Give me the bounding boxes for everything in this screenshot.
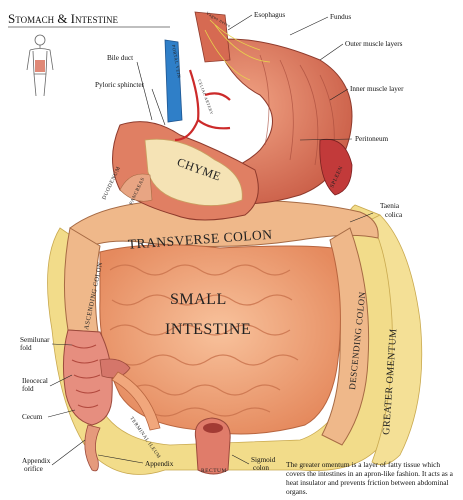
sigmoid-label-1: Sigmoid	[251, 456, 276, 464]
appendix-orifice-label-2: orifice	[24, 465, 43, 473]
outer-muscle-label: Outer muscle layers	[345, 40, 403, 48]
stomach-muscle-fibers	[259, 54, 335, 166]
cecum-label: Cecum	[22, 413, 43, 421]
appendix-orifice-label-1: Appendix	[22, 457, 51, 465]
cecum-folds	[71, 344, 101, 408]
sigmoid-label-2: colon	[253, 464, 269, 472]
portal-vein-label: PORTAL VEIN	[171, 44, 182, 79]
inner-muscle-label: Inner muscle layer	[350, 85, 404, 93]
pyloric-label: Pyloric sphincter	[95, 81, 145, 89]
ileocecal-valve	[99, 358, 131, 379]
appendix-shape	[84, 424, 101, 472]
ileocecal-label-2: fold	[22, 385, 34, 393]
esophagus-label: Esophagus	[254, 11, 285, 19]
omentum-note: The greater omentum is a layer of fatty …	[286, 460, 453, 496]
small-intestine-label-2: INTESTINE	[165, 321, 251, 338]
pancreas-shape	[119, 173, 153, 202]
human-body-icon	[26, 34, 54, 97]
leader-lines	[47, 14, 374, 466]
appendix-label: Appendix	[145, 460, 174, 468]
bile-duct-label: Bile duct	[107, 54, 133, 62]
rectum-label: RECTUM	[201, 468, 227, 474]
semilunar-label-1: Semilunar	[20, 336, 50, 344]
small-intestine	[99, 244, 341, 435]
intestine-folds	[109, 264, 299, 417]
ileocecal-label-1: Ileocecal	[22, 377, 48, 385]
page-title: Stomach & Intestine	[8, 11, 119, 26]
rectum-opening	[203, 423, 223, 433]
esophagus-tube	[194, 11, 231, 63]
fundus-label: Fundus	[330, 13, 351, 21]
small-intestine-label-1: SMALL	[170, 291, 227, 308]
peritoneum-label: Peritoneum	[355, 135, 389, 143]
semilunar-label-2: fold	[20, 344, 32, 352]
spleen-shape	[319, 138, 353, 196]
celiac-artery-label: CELIAC ARTERY	[197, 79, 214, 116]
omentum-right-apron	[369, 214, 423, 466]
portal-vein	[164, 39, 183, 123]
taenia-label-1: Taenia	[380, 202, 400, 210]
rectum-shape	[194, 417, 231, 475]
celiac-arteries	[174, 69, 231, 142]
vagus-nerve	[204, 19, 271, 81]
chyme-contents	[144, 138, 243, 206]
taenia-label-2: colica	[385, 211, 403, 219]
terminal-ileum-tube	[111, 371, 161, 431]
